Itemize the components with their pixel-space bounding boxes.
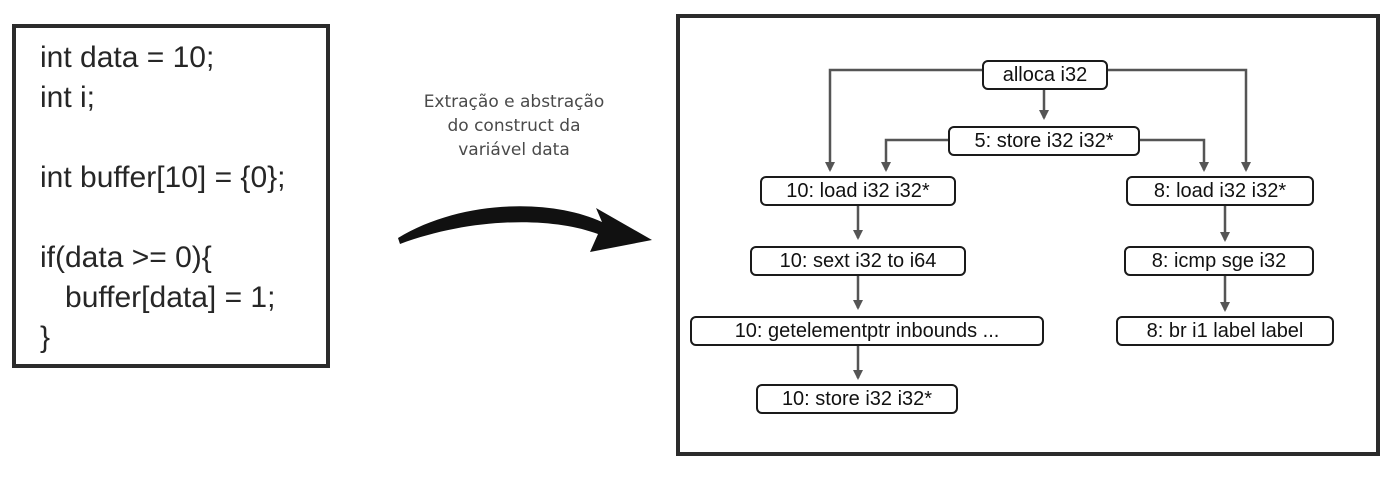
node-icmp8: 8: icmp sge i32: [1124, 246, 1314, 276]
code-line: int buffer[10] = {0};: [40, 161, 286, 194]
instruction-graph-panel: alloca i32 5: store i32 i32* 10: load i3…: [676, 14, 1380, 456]
caption-line: do construct da: [447, 116, 581, 136]
code-line: int i;: [40, 81, 96, 114]
node-store5: 5: store i32 i32*: [948, 126, 1140, 156]
edge-alloca-load10: [825, 68, 982, 172]
node-load8: 8: load i32 i32*: [1126, 176, 1314, 206]
node-br8: 8: br i1 label label: [1116, 316, 1334, 346]
caption-line: variável data: [458, 140, 570, 160]
edge-alloca-load8: [1108, 68, 1251, 172]
code-line: int data = 10;: [40, 41, 215, 74]
edge-store5-load8: [1140, 138, 1209, 172]
code-line: }: [40, 321, 51, 354]
code-line: if(data >= 0){: [40, 241, 212, 274]
curved-arrow-icon: [398, 206, 652, 252]
transformation-caption: Extração e abstração do construct da var…: [380, 90, 648, 162]
node-alloca: alloca i32: [982, 60, 1108, 90]
source-code-panel: int data = 10; int i; int buffer[10] = {…: [12, 24, 330, 368]
node-store10: 10: store i32 i32*: [756, 384, 958, 414]
node-load10: 10: load i32 i32*: [760, 176, 956, 206]
edge-store5-load10: [881, 138, 950, 172]
arrow-body: [398, 206, 652, 252]
node-gep10: 10: getelementptr inbounds ...: [690, 316, 1044, 346]
code-line: buffer[data] = 1;: [40, 281, 276, 314]
graph-edges: [825, 68, 1251, 380]
node-sext10: 10: sext i32 to i64: [750, 246, 966, 276]
caption-line: Extração e abstração: [423, 92, 605, 112]
